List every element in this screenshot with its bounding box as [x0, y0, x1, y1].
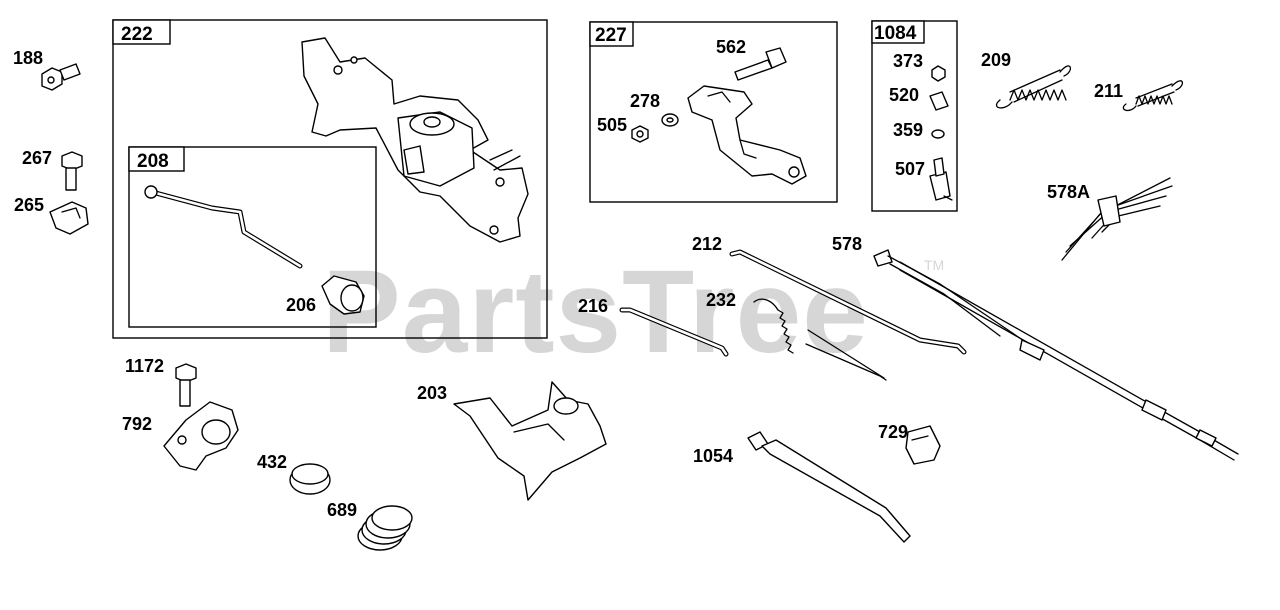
washer-278-part[interactable]	[661, 113, 679, 127]
part-label-216[interactable]: 216	[578, 296, 608, 316]
ring-432-part[interactable]	[289, 463, 331, 495]
part-label-729[interactable]: 729	[878, 422, 908, 442]
part-label-232[interactable]: 232	[706, 290, 736, 310]
part-label-507[interactable]: 507	[895, 159, 925, 179]
screw-562-part[interactable]	[734, 47, 787, 81]
control-bracket-assembly-part[interactable]	[301, 37, 529, 243]
part-label-359[interactable]: 359	[893, 120, 923, 140]
part-label-373[interactable]: 373	[893, 51, 923, 71]
group-208-tag	[128, 146, 185, 172]
part-label-578A[interactable]: 578A	[1047, 182, 1090, 202]
part-label-278[interactable]: 278	[630, 91, 660, 111]
group-227-label[interactable]: 227	[595, 25, 627, 46]
nut-373-part[interactable]	[931, 65, 946, 82]
part-label-505[interactable]: 505	[597, 115, 627, 135]
bolt-188-part[interactable]	[41, 63, 81, 91]
spring-689-part[interactable]	[357, 505, 413, 551]
part-label-562[interactable]: 562	[716, 37, 746, 57]
link-rod-216-part[interactable]	[619, 307, 729, 357]
part-label-211[interactable]: 211	[1094, 81, 1123, 101]
governor-link-rod-part[interactable]	[144, 185, 303, 269]
speed-control-lever-part[interactable]	[687, 85, 807, 185]
spring-232-part[interactable]	[753, 298, 887, 381]
part-label-792[interactable]: 792	[122, 414, 152, 434]
part-label-203[interactable]: 203	[417, 383, 447, 403]
group-222-label[interactable]: 222	[121, 24, 153, 45]
group-222-box	[112, 19, 548, 339]
group-208-box	[128, 146, 377, 328]
bracket-792-part[interactable]	[163, 401, 239, 471]
switch-507-part[interactable]	[929, 157, 953, 201]
part-label-265[interactable]: 265	[14, 195, 44, 215]
clip-729-part[interactable]	[905, 425, 941, 465]
group-1084-label[interactable]: 1084	[874, 23, 917, 44]
throttle-cable-578-part[interactable]	[873, 249, 1239, 461]
knob-206-part[interactable]	[321, 275, 365, 315]
part-label-689[interactable]: 689	[327, 500, 357, 520]
part-label-206[interactable]: 206	[286, 295, 316, 315]
group-227-tag	[589, 21, 634, 47]
group-227-box	[589, 21, 838, 203]
cable-tie-1054-part[interactable]	[747, 431, 911, 543]
part-label-267[interactable]: 267	[22, 148, 52, 168]
part-label-578[interactable]: 578	[832, 234, 862, 254]
part-label-432[interactable]: 432	[257, 452, 287, 472]
group-222-tag	[112, 19, 171, 45]
part-label-188[interactable]: 188	[13, 48, 43, 68]
choke-rod-212-part[interactable]	[729, 249, 967, 355]
part-label-520[interactable]: 520	[889, 85, 919, 105]
part-label-1054[interactable]: 1054	[693, 446, 733, 466]
screw-1172-part[interactable]	[175, 363, 197, 407]
group-208-label[interactable]: 208	[137, 151, 169, 172]
clip-265-part[interactable]	[49, 201, 89, 235]
part-label-212[interactable]: 212	[692, 234, 722, 254]
group-1084-tag	[871, 20, 925, 44]
screw-267-part[interactable]	[61, 151, 83, 191]
watermark-trademark: TM	[924, 257, 944, 273]
part-label-209[interactable]: 209	[981, 50, 1011, 70]
part-label-1172[interactable]: 1172	[125, 356, 164, 376]
nut-505-part[interactable]	[631, 125, 649, 143]
spring-209-part[interactable]	[995, 65, 1071, 109]
washer-359-part[interactable]	[931, 129, 945, 139]
spring-211-part[interactable]	[1122, 80, 1183, 112]
wire-harness-578A-part[interactable]	[1061, 177, 1173, 261]
clip-520-part[interactable]	[929, 91, 949, 111]
bracket-203-part[interactable]	[453, 381, 607, 501]
